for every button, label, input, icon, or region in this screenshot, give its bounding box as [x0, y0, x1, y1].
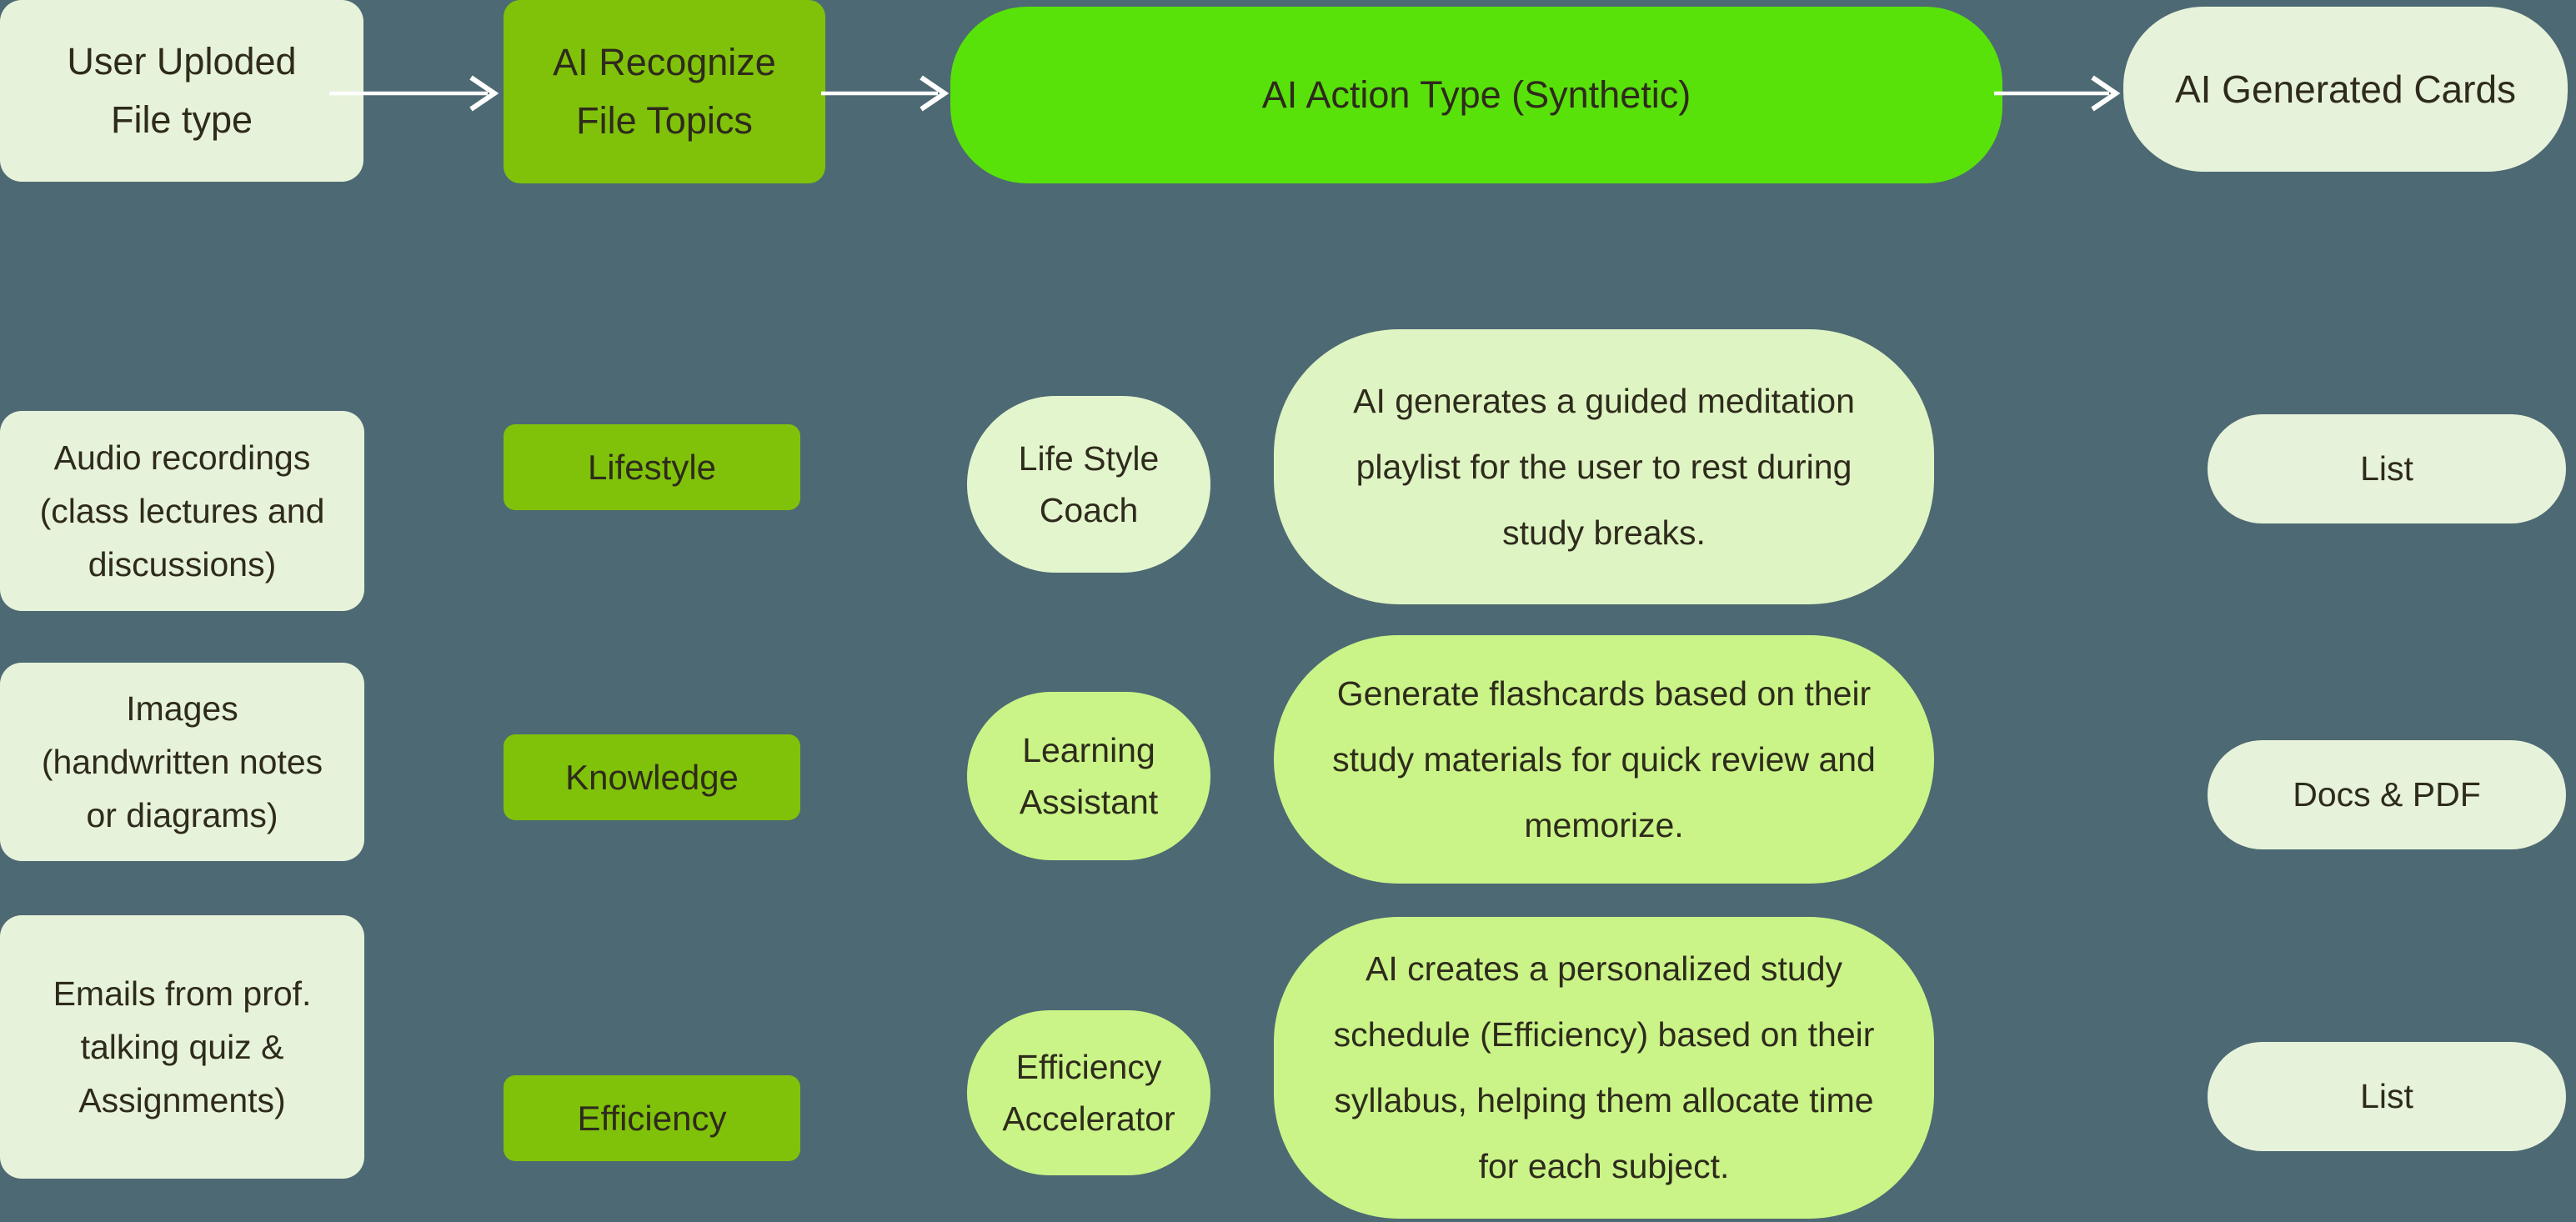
node-card-list-2-label: List: [2360, 1077, 2413, 1115]
node-agent-learning-assistant[interactable]: Learning Assistant: [967, 692, 1210, 860]
node-agent-efficiency-accelerator[interactable]: Efficiency Accelerator: [967, 1010, 1210, 1175]
node-ai-generated-cards-label: AI Generated Cards: [2174, 68, 2517, 111]
arrow-right-connector-3[interactable]: [1994, 75, 2124, 112]
node-ai-action-type[interactable]: AI Action Type (Synthetic): [950, 7, 2002, 183]
node-audio-recordings-label: Audio recordings (class lectures and dis…: [39, 438, 325, 583]
node-card-docs-pdf-label: Docs & PDF: [2293, 775, 2481, 814]
node-ai-action-type-label: AI Action Type (Synthetic): [1261, 73, 1691, 116]
node-card-docs-pdf[interactable]: Docs & PDF: [2208, 740, 2566, 849]
arrow-right-connector-2[interactable]: [821, 75, 953, 112]
node-action-generate-flashcards[interactable]: Generate flashcards based on their study…: [1274, 635, 1934, 884]
node-agent-efficiency-accelerator-label: Efficiency Accelerator: [1002, 1048, 1175, 1138]
node-topic-lifestyle-label: Lifestyle: [587, 447, 717, 487]
node-topic-knowledge-label: Knowledge: [565, 757, 739, 797]
node-action-study-schedule-label: AI creates a personalized study schedule…: [1333, 949, 1875, 1185]
node-ai-generated-cards[interactable]: AI Generated Cards: [2123, 7, 2568, 172]
node-card-list-1[interactable]: List: [2208, 414, 2566, 523]
node-emails-from-prof[interactable]: Emails from prof. talking quiz & Assignm…: [0, 915, 364, 1179]
node-topic-knowledge[interactable]: Knowledge: [504, 734, 800, 820]
node-images-label: Images (handwritten notes or diagrams): [41, 689, 323, 834]
node-images[interactable]: Images (handwritten notes or diagrams): [0, 663, 364, 861]
node-action-meditation-playlist[interactable]: AI generates a guided meditation playlis…: [1274, 329, 1934, 604]
node-agent-life-style-coach-label: Life Style Coach: [1018, 439, 1160, 529]
node-agent-life-style-coach[interactable]: Life Style Coach: [967, 396, 1210, 573]
node-user-uploaded-file-type[interactable]: User Uploded File type: [0, 0, 363, 182]
node-card-list-2[interactable]: List: [2208, 1042, 2566, 1151]
node-topic-efficiency-label: Efficiency: [577, 1098, 727, 1138]
node-emails-from-prof-label: Emails from prof. talking quiz & Assignm…: [53, 974, 312, 1119]
node-ai-recognize-file-topics[interactable]: AI Recognize File Topics: [504, 0, 825, 183]
node-audio-recordings[interactable]: Audio recordings (class lectures and dis…: [0, 411, 364, 611]
node-ai-recognize-file-topics-label: AI Recognize File Topics: [553, 41, 776, 142]
node-card-list-1-label: List: [2360, 449, 2413, 488]
node-user-uploaded-file-type-label: User Uploded File type: [67, 40, 297, 141]
node-topic-efficiency[interactable]: Efficiency: [504, 1075, 800, 1161]
node-agent-learning-assistant-label: Learning Assistant: [1019, 731, 1159, 821]
node-action-study-schedule[interactable]: AI creates a personalized study schedule…: [1274, 917, 1934, 1219]
node-action-meditation-playlist-label: AI generates a guided meditation playlis…: [1353, 381, 1855, 552]
node-action-generate-flashcards-label: Generate flashcards based on their study…: [1332, 674, 1876, 844]
arrow-right-connector-1[interactable]: [328, 75, 503, 112]
node-topic-lifestyle[interactable]: Lifestyle: [504, 424, 800, 510]
